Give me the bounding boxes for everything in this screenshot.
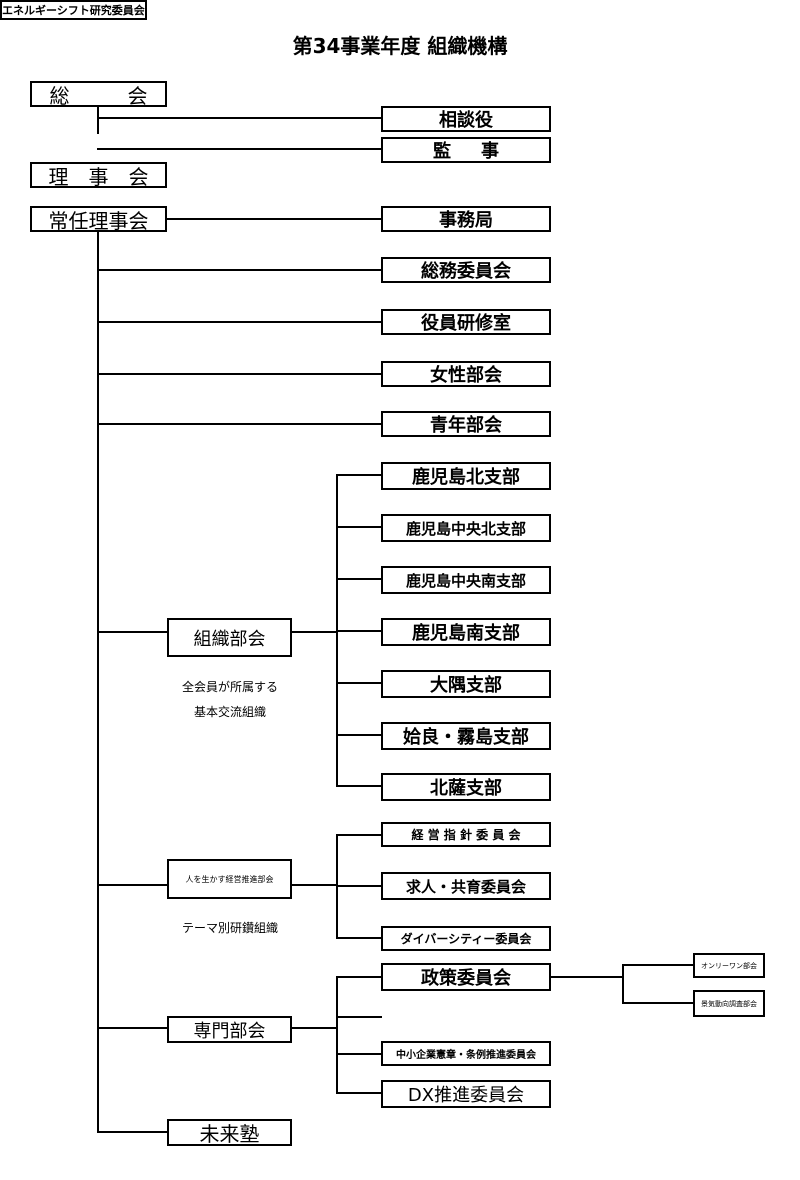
committee-box: 求人・共育委員会 <box>381 872 551 900</box>
branch-box: 北薩支部 <box>381 773 551 801</box>
auditor-box: 監 事 <box>381 137 551 163</box>
general-affairs-committee-box: 総務委員会 <box>381 257 551 283</box>
general-assembly-box: 総 会 <box>30 81 167 107</box>
hito-branch-line <box>291 884 337 886</box>
people-management-note: テーマ別研鑽組織 <box>181 921 278 935</box>
board-box: 理 事 会 <box>30 162 167 188</box>
branch-connector <box>336 734 382 736</box>
committee-connector <box>336 937 382 939</box>
main-trunk-line <box>97 232 99 1133</box>
branch-connector <box>336 682 382 684</box>
policy-sub-connector <box>622 964 694 966</box>
connector-direct <box>97 269 382 271</box>
connector-auditor <box>97 148 382 150</box>
specialized-division-box: 専門部会 <box>167 1016 292 1043</box>
main-trunk-line <box>97 106 99 134</box>
policy-sub-box: オンリーワン部会 <box>693 953 765 978</box>
policy-sub-box: 景気動向調査部会 <box>693 990 765 1017</box>
connector-secretariat <box>166 218 382 220</box>
committee-box: 経 営 指 針 委 員 会 <box>381 822 551 847</box>
branch-box: 鹿児島中央南支部 <box>381 566 551 594</box>
senmon-bracket <box>336 976 338 1094</box>
organization-note: 基本交流組織 <box>193 705 266 719</box>
future-school-box: 未来塾 <box>167 1119 292 1146</box>
organization-division-box: 組織部会 <box>167 618 292 657</box>
branch-box: 鹿児島北支部 <box>381 462 551 490</box>
connector-hito <box>97 884 168 886</box>
branch-box: 大隅支部 <box>381 670 551 698</box>
branch-box: 鹿児島南支部 <box>381 618 551 646</box>
youth-division-box: 青年部会 <box>381 411 551 437</box>
standing-board-box: 常任理事会 <box>30 206 167 232</box>
policy-branch-line <box>550 976 623 978</box>
connector-direct <box>97 423 382 425</box>
branch-connector <box>336 526 382 528</box>
connector-advisor <box>97 117 382 119</box>
advisor-box: 相談役 <box>381 106 551 132</box>
branch-box: 姶良・霧島支部 <box>381 722 551 750</box>
committee-box: ダイバーシティー委員会 <box>381 926 551 951</box>
policy-committee-box: 政策委員会 <box>381 963 551 991</box>
committee-box: 中小企業憲章・条例推進委員会 <box>381 1041 551 1066</box>
organization-note: 全会員が所属する <box>181 680 278 694</box>
senmon-branch-line <box>291 1027 337 1029</box>
branch-connector <box>336 474 382 476</box>
people-management-division-box: 人を生かす経営推進部会 <box>167 859 292 899</box>
committee-box: DX推進委員会 <box>381 1080 551 1108</box>
officer-training-box: 役員研修室 <box>381 309 551 335</box>
connector-senmon <box>97 1027 168 1029</box>
committee-connector <box>336 1092 382 1094</box>
soshiki-branch-line <box>291 631 337 633</box>
committee-connector <box>336 885 382 887</box>
secretariat-box: 事務局 <box>381 206 551 232</box>
branch-connector <box>336 578 382 580</box>
connector-miraijuku <box>97 1131 168 1133</box>
policy-bracket <box>622 964 624 1003</box>
policy-sub-connector <box>622 1002 694 1004</box>
committee-connector <box>336 1016 382 1018</box>
committee-box: エネルギーシフト研究委員会 <box>0 0 147 20</box>
women-division-box: 女性部会 <box>381 361 551 387</box>
branch-box: 鹿児島中央北支部 <box>381 514 551 542</box>
connector-direct <box>97 321 382 323</box>
connector-soshiki <box>97 631 168 633</box>
connector-direct <box>97 373 382 375</box>
committee-connector <box>336 976 382 978</box>
branch-connector <box>336 630 382 632</box>
committee-connector <box>336 834 382 836</box>
page-title: 第34事業年度 組織機構 <box>292 34 508 58</box>
committee-connector <box>336 1053 382 1055</box>
branch-connector <box>336 785 382 787</box>
